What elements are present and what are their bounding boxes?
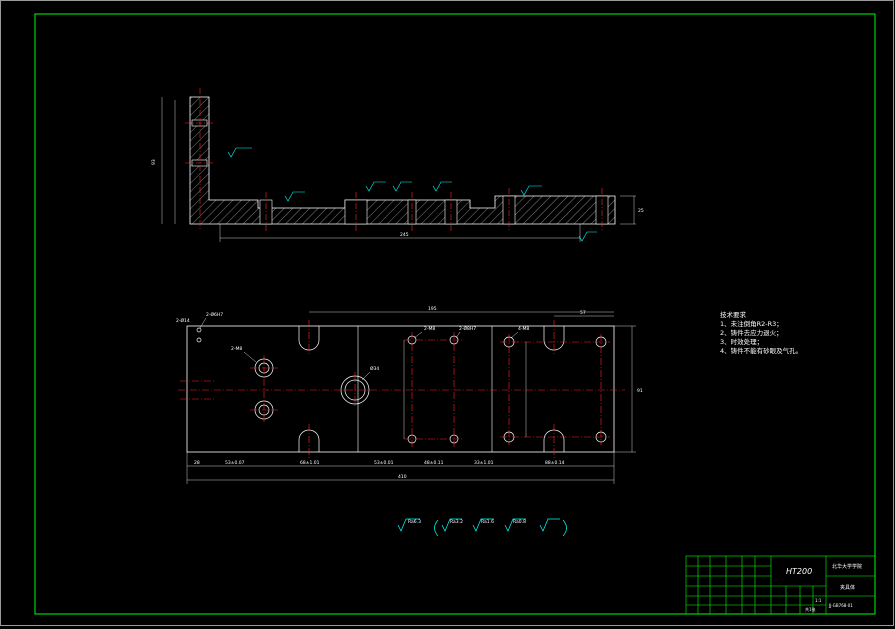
- u-slots: [298, 326, 565, 452]
- plan-view: 410 195 57 91 28 53±0.07 68±1.01 53±0.01…: [176, 306, 643, 484]
- label-hole-right: 4-M8: [518, 326, 529, 332]
- dim-height: 91: [637, 388, 643, 394]
- section-view: 93 25 245: [151, 88, 644, 242]
- plan-dimensions: [186, 311, 636, 484]
- dim-length-top: 245: [400, 232, 409, 238]
- plan-centerlines: [178, 320, 625, 460]
- tb-sheet: 共1张: [805, 606, 816, 612]
- section-dimensions: [161, 97, 636, 242]
- seg-3: 53±0.01: [374, 460, 394, 466]
- drawing-border: [34, 13, 876, 615]
- tb-material: HT200: [786, 567, 812, 576]
- label-hole-pin: 2-Ø8H7: [459, 325, 476, 332]
- plan-holes: [196, 327, 607, 444]
- notes-heading: 技术要求: [720, 311, 746, 319]
- dim-overall-length: 410: [398, 474, 407, 480]
- title-block: [685, 555, 876, 615]
- plan-outline: [186, 325, 615, 453]
- section-outline: [189, 96, 616, 225]
- seg-6: 88±0.14: [545, 460, 565, 466]
- roughness-1: Ra3.2: [450, 519, 463, 525]
- roughness-0: Ra6.3: [408, 519, 421, 525]
- seg-4: 48±0.11: [424, 460, 444, 466]
- dim-top-span: 195: [428, 306, 437, 312]
- seg-5: 33±1.01: [474, 460, 494, 466]
- tb-school: 北华大学学院: [832, 563, 862, 570]
- label-thread-1: 2-M8: [231, 346, 242, 352]
- note-item-4: 4、铸件不能有砂眼及气孔。: [720, 347, 803, 355]
- roughness-2: Ra1.6: [481, 519, 494, 525]
- roughness-3: Ra0.8: [513, 519, 526, 525]
- section-centerlines: [185, 88, 603, 232]
- dim-side-thickness: 25: [638, 208, 644, 214]
- dim-right-span: 57: [580, 310, 586, 316]
- roughness-marks-section: [227, 147, 597, 242]
- label-tol-1: 2-Ø14: [176, 317, 190, 324]
- dim-side-height: 93: [151, 159, 157, 165]
- seg-2: 68±1.01: [300, 460, 320, 466]
- note-item-1: 1、未注倒角R2-R3；: [720, 320, 783, 328]
- note-item-2: 2、铸件去应力退火；: [720, 329, 783, 337]
- label-hole-center: Ø34: [370, 365, 379, 372]
- label-tol-2: 2-Ø6H7: [206, 311, 223, 318]
- technical-notes: 技术要求 1、未注倒角R2-R3； 2、铸件去应力退火； 3、时效处理； 4、铸…: [720, 311, 802, 356]
- callout-leaders: [199, 317, 519, 381]
- seg-1: 53±0.07: [225, 460, 245, 466]
- bottom-segments: 28 53±0.07 68±1.01 53±0.01 48±0.11 33±1.…: [194, 460, 565, 466]
- label-thread-2: 2-M8: [424, 326, 435, 332]
- tb-drawing-no: JJ-GB768-01: [828, 603, 853, 608]
- tb-part-name: 夹具体: [840, 584, 855, 591]
- roughness-legend: [397, 518, 567, 537]
- tb-scale: 1:1: [815, 598, 822, 603]
- note-item-3: 3、时效处理；: [720, 338, 764, 346]
- seg-0: 28: [194, 460, 200, 466]
